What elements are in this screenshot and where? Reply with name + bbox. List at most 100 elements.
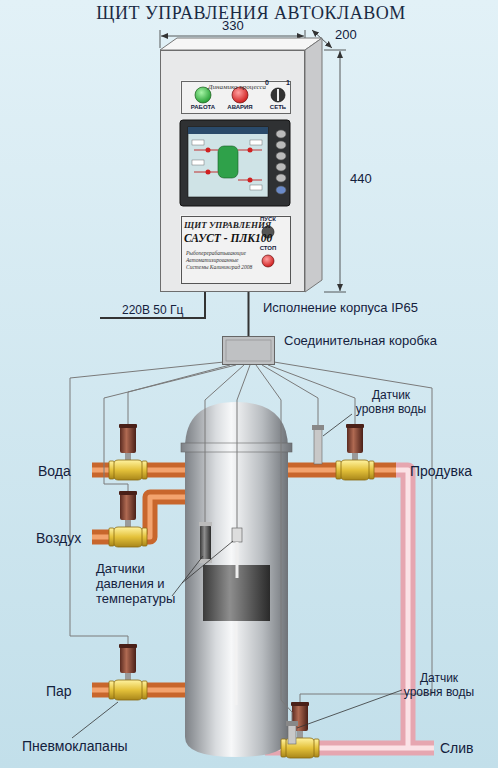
annotation-label: Слив <box>440 740 474 756</box>
wire <box>237 365 250 528</box>
wire <box>268 365 355 424</box>
hmi-field <box>250 185 262 190</box>
dimensions <box>160 30 346 292</box>
panel-caption: Динамика процесса <box>182 83 292 91</box>
hmi-vessel <box>218 146 238 178</box>
mains-switch <box>271 88 285 102</box>
wire <box>205 365 244 522</box>
junction-box-art <box>222 336 275 365</box>
level-sensor <box>288 724 296 744</box>
junction-box-lid <box>226 340 271 361</box>
sensor-cap <box>199 522 212 526</box>
purge-valve <box>336 424 374 480</box>
annotation-label: Датчики давления и температуры <box>96 562 196 607</box>
cabinet-top <box>160 38 322 50</box>
cabinet-front <box>160 50 305 292</box>
junction-box-body <box>222 336 275 365</box>
annotation-label: Воздух <box>36 530 81 546</box>
sensors <box>199 425 324 744</box>
control-cabinet <box>160 38 322 292</box>
annotation-label: Вода <box>38 463 71 479</box>
leader-lines <box>72 414 402 738</box>
hmi-field <box>192 160 204 165</box>
dimension-line <box>340 51 341 291</box>
control-cabinet: ЩИТ УПРАВЛЕНИЯ АВТОКЛАВОМДинамика процес… <box>160 50 305 292</box>
hmi-valve <box>248 178 253 183</box>
cables <box>100 292 205 318</box>
annotation-label: 220В 50 Гц <box>122 304 183 318</box>
hmi-valve <box>248 148 253 153</box>
stop-button <box>262 255 274 267</box>
pressure-sensor <box>200 525 211 561</box>
extension-line <box>160 30 161 48</box>
sensor-probe <box>236 542 239 578</box>
hmi-key <box>276 152 286 160</box>
hmi-key <box>276 186 286 194</box>
extension-line <box>324 292 346 293</box>
pipe-highlight <box>265 470 434 748</box>
cabinet-title: ЩИТ УПРАВЛЕНИЯ АВТОКЛАВОМ <box>1 3 498 24</box>
extension-line <box>324 50 346 51</box>
vessel-bottom <box>185 737 288 757</box>
annotation-label: ПУСК <box>253 216 283 223</box>
nameplate-model: САУСТ - ПЛК100 <box>184 232 264 245</box>
annotation-label: СЕТЬ <box>258 104 298 111</box>
hmi-key <box>276 174 286 182</box>
junction-box: Соединительная коробка <box>222 336 275 365</box>
annotation-label: Продувка <box>410 463 472 479</box>
wire <box>274 362 432 702</box>
annotation-label: АВАРИЯ <box>220 104 260 111</box>
annotation-label: Датчик уровня воды <box>400 672 478 700</box>
power-cable <box>100 292 205 318</box>
control-cable <box>248 292 250 336</box>
wire <box>70 362 224 644</box>
switch-handle <box>277 89 279 101</box>
drain-valve <box>281 702 319 758</box>
annotation-label: 440 <box>350 172 372 187</box>
hmi-valve <box>206 170 211 175</box>
hmi-bezel <box>180 120 290 206</box>
hmi-key <box>276 163 286 171</box>
hmi-key <box>276 141 286 149</box>
hmi-screen <box>188 127 268 197</box>
annotation-label: Датчик уровня воды <box>352 389 430 417</box>
steam-valve <box>109 644 147 700</box>
annotation-label: РАБОТА <box>183 104 223 111</box>
leader-line <box>172 556 203 596</box>
hmi-header <box>188 127 268 134</box>
wire <box>128 365 230 424</box>
cabinet-side <box>305 38 322 292</box>
dimension-line <box>161 36 304 37</box>
nameplate-note: Рыбоперерабатывающие Автоматизированные … <box>186 250 258 271</box>
temperature-sensor <box>232 528 242 542</box>
leader-line <box>323 414 352 436</box>
annotation-label: Исполнение корпуса IP65 <box>263 301 418 316</box>
junction-box-label: Соединительная коробка <box>284 334 437 349</box>
drain-pipe <box>265 470 434 748</box>
leader-line <box>72 702 118 738</box>
sensor-cap <box>286 721 298 726</box>
level-sensor <box>314 428 322 464</box>
hmi-field <box>192 140 204 145</box>
annotation-label: 200 <box>335 28 357 43</box>
rod <box>235 621 238 705</box>
wire <box>104 365 236 491</box>
hmi-key <box>276 130 286 138</box>
annotation-label: Пар <box>46 683 72 699</box>
signal-wires <box>70 362 432 721</box>
wire <box>256 365 292 721</box>
leader-line <box>182 541 233 583</box>
nameplate-title: ЩИТ УПРАВЛЕНИЯ <box>184 220 264 230</box>
hmi-field <box>250 140 262 145</box>
nameplate-panel <box>180 215 290 283</box>
annotation-label: Пневмоклапаны <box>22 738 128 754</box>
annotation-label: 0 <box>265 79 269 87</box>
air-valve <box>109 491 147 547</box>
annotation-label: 330 <box>222 19 244 34</box>
annotation-label: 1 <box>286 79 290 87</box>
annotation-label: СТОП <box>253 245 283 252</box>
